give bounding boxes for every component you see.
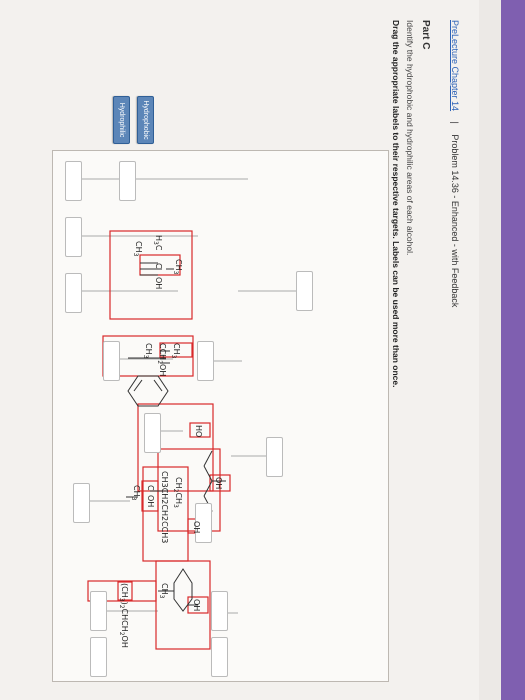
problem-title: Problem 14.36 - Enhanced - with Feedback [450, 134, 460, 308]
breadcrumb-separator: | [450, 121, 460, 124]
tab-strip [478, 0, 501, 700]
m3-top-ch2ch3: CH2CH3 [172, 477, 183, 508]
m2-top-ch3: CH3 [170, 343, 181, 359]
m6-formula: (CH3)2CHCH2OH [118, 583, 129, 648]
connector-lines [82, 178, 298, 650]
m4-ho: HO [194, 425, 203, 437]
m3-bottom-ch3: CH3 [130, 485, 141, 501]
part-title: Part C [420, 20, 431, 50]
label-hydrophilic[interactable]: Hydrophilic [113, 96, 130, 144]
m5-oh: OH [192, 599, 201, 611]
m1-bottom-ch3: CH3 [132, 241, 143, 257]
m3-oh: OH [146, 495, 155, 507]
m5-ch3: CH3 [158, 583, 169, 599]
m2-mid-cch2oh: CCH2OH [156, 343, 167, 376]
m2-bottom-ch3: CH3 [142, 343, 153, 359]
molecule-labels: CH3 H3C C OH CH3 CH3 CCH2OH CH3 CH2CH3 C… [118, 235, 223, 648]
m4-oh-right: OH [192, 521, 201, 533]
label-hydrophobic[interactable]: Hydrophobic [137, 96, 154, 144]
drag-instruction: Drag the appropriate labels to their res… [391, 20, 401, 388]
m1-left-h3c: H3C [152, 235, 163, 251]
breadcrumb-link[interactable]: PreLecture Chapter 14 [450, 20, 460, 112]
m3-chain: CH3CH2CH2CCH3 [160, 471, 169, 543]
m4-oh-top: OH [214, 477, 223, 489]
m1-top-ch3: CH3 [172, 259, 183, 275]
instruction-text: Identify the hydrophobic and hydrophilic… [405, 20, 415, 256]
breadcrumb: PreLecture Chapter 14 | Problem 14.36 - … [447, 20, 465, 307]
m3-mid-c: C [146, 485, 155, 491]
m1-oh: OH [154, 277, 163, 289]
problem-page: PreLecture Chapter 14 | Problem 14.36 - … [0, 0, 479, 700]
browser-toolbar [501, 0, 525, 700]
m1-center-c: C [154, 263, 163, 269]
drop-canvas: CH3 H3C C OH CH3 CH3 CCH2OH CH3 CH2CH3 C… [52, 150, 389, 682]
